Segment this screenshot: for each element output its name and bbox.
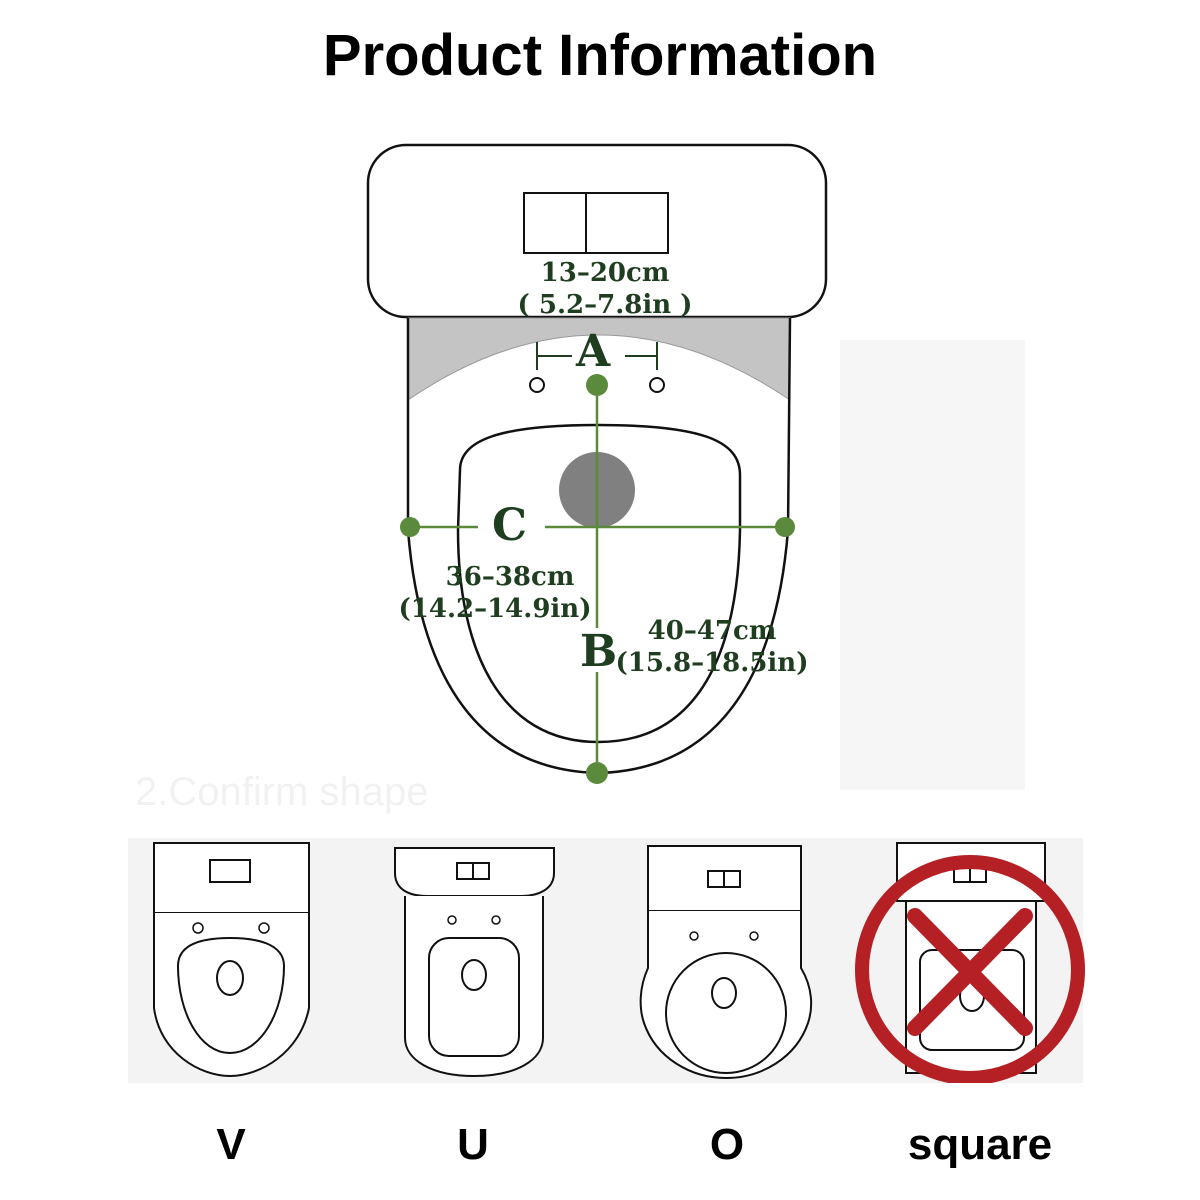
page-title: Product Information [322, 23, 878, 88]
dim-b-marker-bottom [586, 762, 608, 784]
shape-label-o: O [709, 1120, 745, 1169]
background-shadow [840, 340, 1025, 790]
faded-watermark-text: 2.Confirm shape [135, 770, 429, 814]
u-shape-toilet-icon [394, 847, 555, 1078]
dim-c-inch-label: (14.2–14.9in) [398, 594, 592, 624]
dim-a-inch-label: ( 5.2–7.8in ) [517, 290, 693, 320]
shape-label-square: square [907, 1120, 1053, 1169]
dim-c-cm-label: 36–38cm [445, 562, 575, 592]
dim-b-cm-label: 40–47cm [647, 616, 777, 646]
v-shape-toilet-icon [153, 842, 310, 1078]
dim-b-inch-label: (15.8–18.5in) [615, 648, 809, 678]
dim-b-letter: B [580, 626, 618, 677]
mounting-hole-left [529, 377, 545, 393]
dim-c-letter: C [492, 500, 528, 551]
o-shape-toilet-icon [639, 845, 813, 1080]
dim-a-cm-label: 13–20cm [540, 258, 670, 288]
shape-label-u: U [457, 1120, 489, 1169]
square-shape-toilet-icon [855, 842, 1085, 1083]
reject-mark-icon [855, 855, 1085, 1083]
bowl-collar [407, 317, 791, 401]
shape-label-v: V [216, 1120, 246, 1169]
dim-b-marker-top [586, 374, 608, 396]
toilet-dimension-diagram [366, 143, 1025, 790]
flush-button-outline [523, 192, 669, 254]
mounting-hole-right [649, 377, 665, 393]
dim-c-marker-left [400, 517, 420, 537]
dim-c-marker-right [775, 517, 795, 537]
seat-inner-outline [456, 423, 742, 744]
dim-a-letter: A [576, 326, 611, 377]
